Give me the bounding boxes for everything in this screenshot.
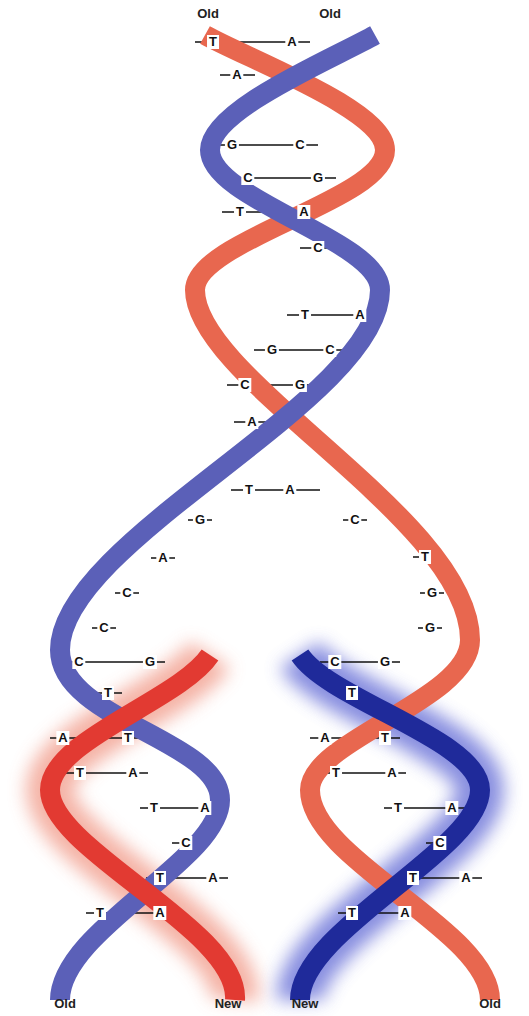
- base-letter: A: [206, 871, 219, 885]
- base-letter: A: [126, 766, 139, 780]
- base-letter: T: [407, 871, 419, 885]
- base-letter: A: [156, 551, 169, 565]
- base-letter: A: [198, 801, 211, 815]
- base-letter: G: [293, 378, 307, 392]
- base-letter: G: [423, 621, 437, 635]
- base-letter: C: [323, 343, 336, 357]
- base-pair-rungs: [50, 42, 482, 913]
- base-letter: A: [297, 205, 310, 219]
- base-letter: A: [285, 35, 298, 49]
- base-letter: T: [419, 550, 431, 564]
- base-letter: C: [348, 513, 361, 527]
- base-letter: A: [398, 906, 411, 920]
- strand-label: Old: [477, 997, 503, 1011]
- base-letter: C: [328, 655, 341, 669]
- base-letter: A: [56, 731, 69, 745]
- dna-strands: [50, 35, 490, 1000]
- base-letter: C: [72, 655, 85, 669]
- base-letter: A: [459, 871, 472, 885]
- base-letter: C: [311, 241, 324, 255]
- base-letter: G: [225, 138, 239, 152]
- base-letter: C: [433, 836, 446, 850]
- strand-label: New: [290, 997, 321, 1011]
- base-letter: T: [102, 686, 114, 700]
- base-letter: G: [143, 655, 157, 669]
- base-letter: A: [283, 483, 296, 497]
- strand-label: Old: [52, 997, 78, 1011]
- base-letter: T: [148, 801, 160, 815]
- strand-label: Old: [195, 7, 221, 21]
- base-letter: T: [346, 686, 358, 700]
- base-letter: A: [385, 766, 398, 780]
- base-letter: T: [379, 731, 391, 745]
- base-letter: A: [230, 68, 243, 82]
- base-letter: C: [238, 378, 251, 392]
- base-letter: G: [311, 171, 325, 185]
- base-letter: C: [293, 138, 306, 152]
- base-letter: T: [154, 871, 166, 885]
- base-letter: T: [207, 35, 219, 49]
- base-letter: A: [153, 906, 166, 920]
- base-letter: C: [120, 586, 133, 600]
- base-letter: C: [179, 836, 192, 850]
- strand-label: New: [213, 997, 244, 1011]
- base-letter: G: [193, 513, 207, 527]
- base-letter: T: [299, 308, 311, 322]
- base-letter: T: [330, 766, 342, 780]
- base-letter: C: [241, 171, 254, 185]
- base-letter: T: [346, 906, 358, 920]
- base-letter: G: [378, 655, 392, 669]
- base-letter: T: [74, 766, 86, 780]
- base-letter: A: [318, 731, 331, 745]
- base-letter: T: [94, 906, 106, 920]
- base-letter: C: [97, 621, 110, 635]
- base-letter: T: [392, 801, 404, 815]
- base-letter: A: [445, 801, 458, 815]
- base-letter: A: [353, 308, 366, 322]
- base-letter: T: [122, 731, 134, 745]
- base-letter: A: [245, 415, 258, 429]
- base-letter: G: [265, 343, 279, 357]
- strand-label: Old: [317, 7, 343, 21]
- base-letter: T: [243, 483, 255, 497]
- base-letter: T: [234, 205, 246, 219]
- base-letter: G: [425, 586, 439, 600]
